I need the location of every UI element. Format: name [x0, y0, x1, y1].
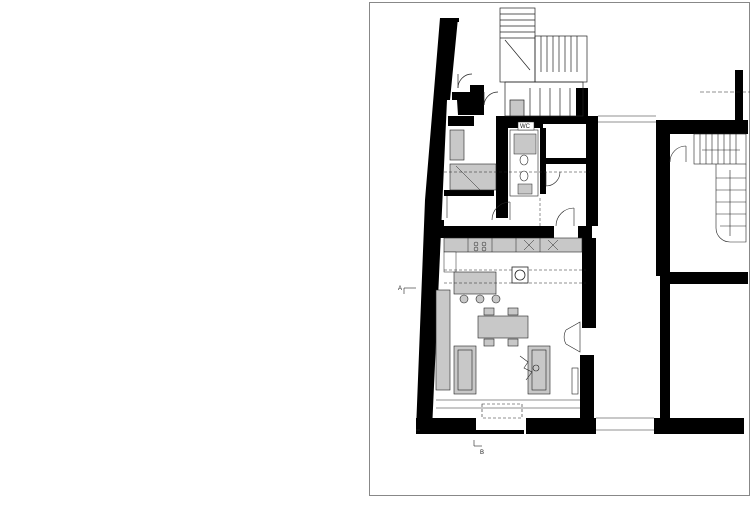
dining-area — [477, 307, 529, 347]
bedroom — [444, 129, 590, 218]
window-lines — [416, 91, 750, 431]
doors-top — [457, 73, 499, 106]
walls — [416, 18, 748, 434]
bathroom: WC — [509, 121, 561, 226]
section-b-label: B — [480, 450, 484, 456]
section-marker-a: A — [398, 286, 416, 294]
top-staircase — [499, 7, 588, 117]
kitchen — [443, 237, 586, 304]
right-staircase — [669, 133, 747, 243]
hallway-door — [491, 201, 575, 227]
section-a-label: A — [398, 286, 402, 292]
section-marker-b: B — [473, 440, 484, 456]
living-side-door — [563, 321, 581, 353]
room-label-wc: WC — [520, 124, 531, 130]
living-area — [435, 289, 580, 419]
